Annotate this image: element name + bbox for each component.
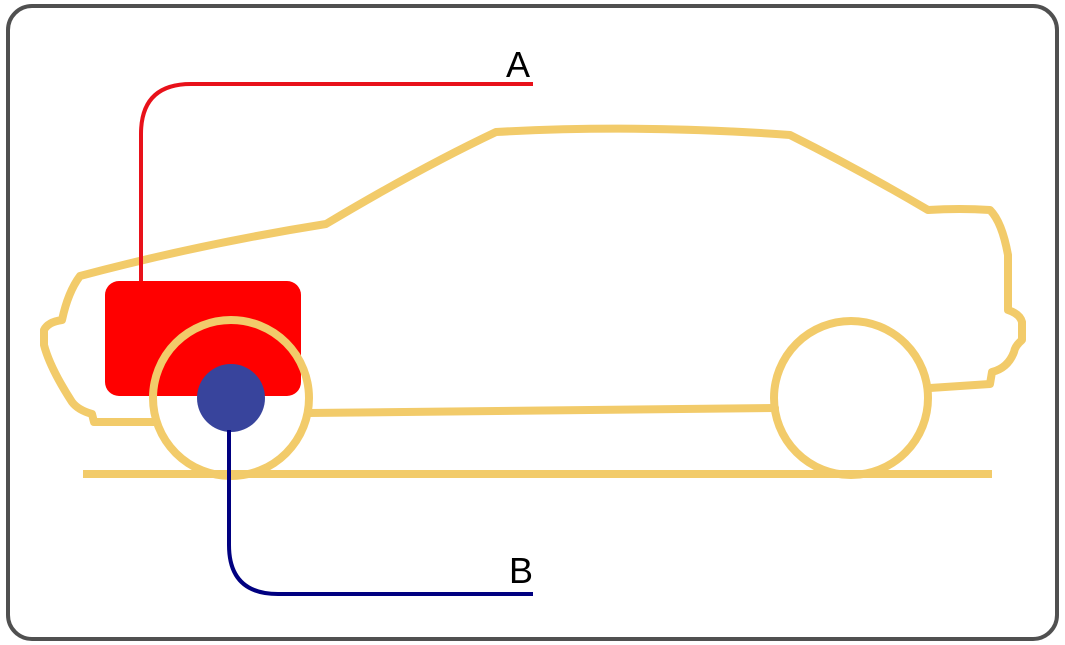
engine-block xyxy=(105,281,301,396)
car-sill-line xyxy=(304,404,779,417)
callout-a-leader xyxy=(139,82,533,281)
front-wheel-hub xyxy=(197,364,265,432)
callout-b-label: B xyxy=(509,550,533,591)
diagram-frame xyxy=(6,4,1059,641)
car-body-outline xyxy=(40,124,1026,426)
callout-a-label: A xyxy=(506,44,530,85)
rear-wheel xyxy=(770,317,932,479)
callout-b-leader xyxy=(227,430,533,596)
